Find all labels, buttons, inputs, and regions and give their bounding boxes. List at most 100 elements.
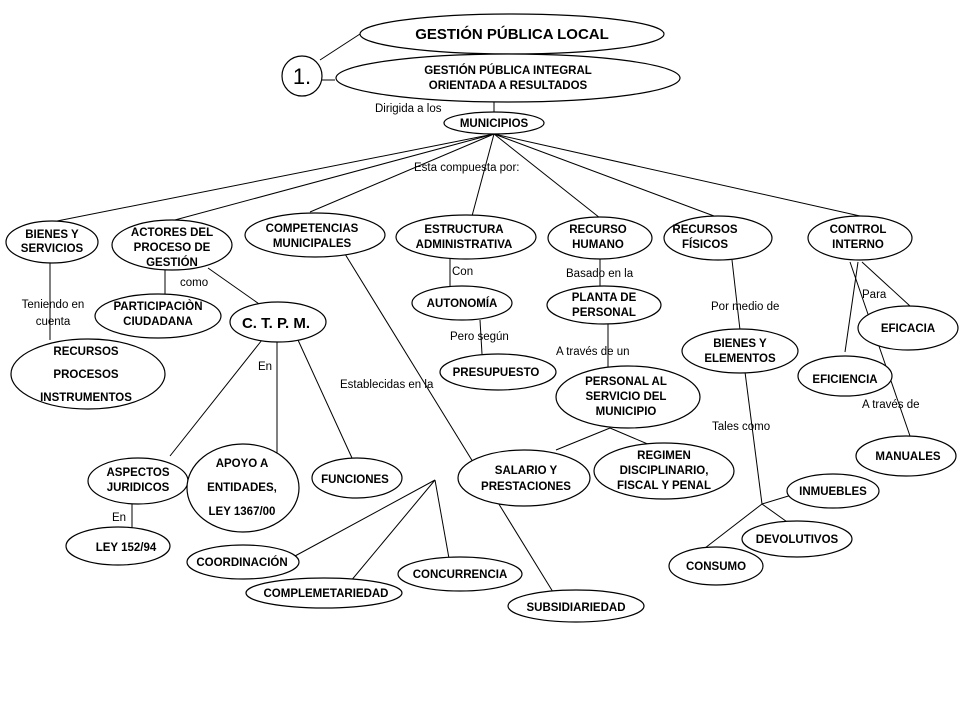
actores-line-3: GESTIÓN: [146, 256, 198, 269]
label-para: Para: [862, 289, 887, 301]
node-subsidiariedad: SUBSIDIARIEDAD: [507, 589, 645, 623]
ctpm-text: C. T. P. M.: [242, 315, 310, 332]
label-como: como: [180, 277, 208, 289]
edge-municipios-control: [493, 133, 861, 217]
node-control-interno: CONTROL INTERNO: [807, 215, 913, 261]
personal-line-1: PERSONAL AL: [585, 376, 667, 388]
edge-ctpm-aspectos: [169, 339, 263, 457]
edge-municipios-rhumano: [493, 133, 601, 219]
label-con: Con: [452, 266, 473, 278]
label-atraves-de: A través de: [862, 399, 920, 411]
edge-hub-consumo: [704, 503, 763, 549]
label-tales: Tales como: [712, 421, 770, 433]
label-basado: Basado en la: [566, 268, 634, 280]
actores-line-2: PROCESO DE: [134, 242, 211, 254]
presupuesto-text: PRESUPUESTO: [453, 367, 540, 379]
node-apoyo: APOYO A ENTIDADES, LEY 1367/00: [186, 443, 300, 533]
node-title: GESTIÓN PÚBLICA LOCAL: [359, 13, 665, 55]
rproc-line-2: PROCESOS: [53, 369, 119, 381]
autonomia-text: AUTONOMÍA: [427, 297, 498, 310]
salario-line-2: PRESTACIONES: [481, 481, 571, 493]
node-coordinacion: COORDINACIÓN: [186, 544, 300, 580]
edge-autonomia-presupuesto: [479, 319, 483, 355]
aspectos-line-2: JURIDICOS: [107, 482, 170, 494]
edge-municipios-rfisicos: [493, 133, 715, 217]
rhumano-line-1: RECURSO: [569, 224, 627, 236]
node-ctpm: C. T. P. M.: [229, 301, 327, 343]
node-presupuesto: PRESUPUESTO: [439, 353, 557, 391]
eficiencia-text: EFICIENCIA: [812, 374, 877, 386]
edge-control-eficiencia: [844, 261, 859, 353]
edge-hub-complementariedad: [344, 479, 436, 589]
gpi-line-1: GESTIÓN PÚBLICA INTEGRAL: [424, 64, 592, 77]
rproc-line-3: INSTRUMENTOS: [40, 392, 132, 404]
salario-line-1: SALARIO Y: [495, 465, 558, 477]
subsidiariedad-text: SUBSIDIARIEDAD: [526, 602, 625, 614]
rproc-line-1: RECURSOS: [53, 346, 119, 358]
edge-control-manuales: [849, 261, 911, 437]
node-funciones: FUNCIONES: [311, 457, 403, 499]
node-planta: PLANTA DE PERSONAL: [546, 285, 662, 325]
competencias-line-2: MUNICIPALES: [273, 238, 352, 250]
label-pero: Pero según: [450, 331, 509, 343]
estructura-line-2: ADMINISTRATIVA: [416, 239, 513, 251]
aspectos-line-1: ASPECTOS: [106, 467, 169, 479]
node-complementariedad: COMPLEMETARIEDAD: [245, 577, 403, 609]
eficacia-text: EFICACIA: [881, 323, 935, 335]
bieneselem-line-2: ELEMENTOS: [704, 353, 776, 365]
control-line-2: INTERNO: [832, 239, 884, 251]
participacion-line-1: PARTICIPACIÒN: [113, 300, 202, 313]
funciones-text: FUNCIONES: [321, 474, 389, 486]
node-concurrencia: CONCURRENCIA: [397, 556, 523, 592]
edge-municipios-competencias: [309, 133, 495, 213]
edge-actores-ctpm: [207, 267, 263, 307]
municipios-text: MUNICIPIOS: [460, 118, 529, 130]
node-aspectos: ASPECTOS JURIDICOS: [87, 457, 189, 505]
node-estructura: ESTRUCTURA ADMINISTRATIVA: [395, 214, 537, 260]
devolutivos-text: DEVOLUTIVOS: [756, 534, 839, 546]
consumo-text: CONSUMO: [686, 561, 746, 573]
node-actores: ACTORES DEL PROCESO DE GESTIÓN: [111, 219, 233, 271]
label-por-medio: Por medio de: [711, 301, 779, 313]
edge-competencias-subsidiariedad: [344, 253, 554, 593]
edge-ctpm-funciones: [297, 339, 353, 459]
edge-municipios-actores: [159, 133, 495, 225]
bienes-line-2: SERVICIOS: [21, 243, 84, 255]
planta-line-2: PERSONAL: [572, 307, 636, 319]
edge-num-title: [319, 33, 361, 61]
apoyo-line-3: LEY 1367/00: [209, 506, 276, 518]
actores-line-1: ACTORES DEL: [131, 227, 213, 239]
node-eficiencia: EFICIENCIA: [797, 355, 893, 397]
title-text: GESTIÓN PÚBLICA LOCAL: [415, 25, 609, 43]
edge-hub-concurrencia: [434, 479, 451, 565]
edge-hub-coordinacion: [294, 479, 436, 557]
node-bienes-servicios: BIENES Y SERVICIOS: [5, 220, 99, 264]
node-autonomia: AUTONOMÍA: [411, 285, 513, 321]
node-gpi: GESTIÓN PÚBLICA INTEGRAL ORIENTADA A RES…: [335, 53, 681, 103]
rfisicos-line-2: FÍSICOS: [682, 238, 728, 251]
control-line-1: CONTROL: [830, 224, 887, 236]
node-competencias: COMPETENCIAS MUNICIPALES: [244, 212, 386, 258]
rfisicos-line-1: RECURSOS: [672, 224, 738, 236]
label-compuesta: Esta compuesta por:: [414, 162, 519, 174]
edges: [41, 33, 911, 593]
edge-personal-salario: [555, 427, 611, 451]
edge-bieneselem-hub: [744, 371, 763, 505]
bieneselem-line-1: BIENES Y: [713, 338, 767, 350]
node-devolutivos: DEVOLUTIVOS: [741, 520, 853, 558]
node-recursos-procesos: RECURSOS PROCESOS INSTRUMENTOS: [10, 338, 166, 410]
node-bienes-elementos: BIENES Y ELEMENTOS: [681, 328, 799, 374]
node-municipios: MUNICIPIOS: [443, 111, 545, 135]
rhumano-line-2: HUMANO: [572, 239, 624, 251]
node-number: 1.: [281, 55, 323, 97]
node-personal-servicio: PERSONAL AL SERVICIO DEL MUNICIPIO: [555, 365, 701, 429]
apoyo-line-2: ENTIDADES,: [207, 482, 277, 494]
manuales-text: MANUALES: [875, 451, 940, 463]
estructura-line-1: ESTRUCTURA: [424, 224, 503, 236]
coordinacion-text: COORDINACIÓN: [196, 556, 287, 569]
node-participacion: PARTICIPACIÒN CIUDADANA: [94, 293, 222, 339]
bienes-line-1: BIENES Y: [25, 229, 79, 241]
node-inmuebles: INMUEBLES: [786, 473, 880, 509]
ley152-text: LEY 152/94: [96, 542, 157, 554]
